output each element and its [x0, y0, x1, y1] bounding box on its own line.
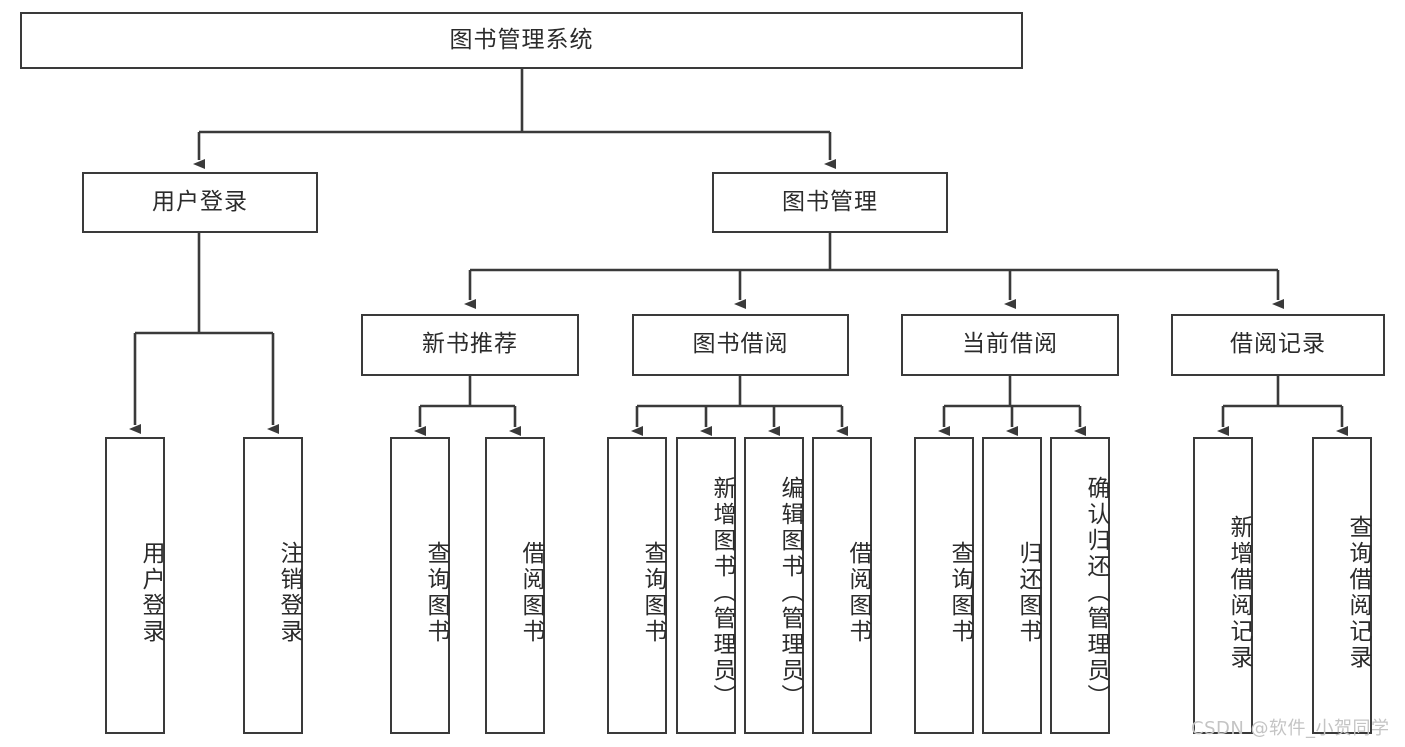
node-root-system[interactable]: 图书管理系统 [20, 12, 1023, 69]
node-label: 归还图书 [1015, 540, 1041, 645]
node-book-borrow[interactable]: 图书借阅 [632, 314, 849, 376]
node-label: 借阅图书 [845, 540, 871, 645]
leaf-records-query-record[interactable]: 查询借阅记录 [1312, 437, 1372, 734]
node-label: 图书借阅 [692, 331, 789, 358]
node-label: 查询图书 [947, 540, 973, 645]
leaf-borrow-borrow-book[interactable]: 借阅图书 [812, 437, 872, 734]
leaf-current-query-book[interactable]: 查询图书 [914, 437, 974, 734]
leaf-borrow-add-book-admin[interactable]: 新增图书（管理员） [676, 437, 736, 734]
leaf-current-return-book[interactable]: 归还图书 [982, 437, 1042, 734]
leaf-borrow-edit-book-admin[interactable]: 编辑图书（管理员） [744, 437, 804, 734]
leaf-user-login[interactable]: 用户登录 [105, 437, 165, 734]
leaf-current-confirm-return-admin[interactable]: 确认归还（管理员） [1050, 437, 1110, 734]
csdn-watermark: CSDN @软件_小贺同学 [1191, 718, 1390, 739]
node-label: 当前借阅 [962, 331, 1058, 358]
node-label: 确认归还（管理员） [1083, 475, 1109, 710]
node-label: 用户登录 [138, 540, 164, 645]
node-label: 查询借阅记录 [1345, 514, 1371, 671]
node-label: 注销登录 [276, 540, 302, 645]
node-label: 借阅记录 [1230, 331, 1326, 358]
node-label: 借阅图书 [518, 540, 544, 645]
leaf-borrow-query-book[interactable]: 查询图书 [607, 437, 667, 734]
node-label: 新书推荐 [422, 331, 518, 358]
node-user-login[interactable]: 用户登录 [82, 172, 318, 233]
node-current-borrow[interactable]: 当前借阅 [901, 314, 1119, 376]
node-label: 新增图书（管理员） [709, 475, 735, 710]
node-book-management[interactable]: 图书管理 [712, 172, 948, 233]
node-new-book-recommend[interactable]: 新书推荐 [361, 314, 579, 376]
leaf-recommend-borrow-book[interactable]: 借阅图书 [485, 437, 545, 734]
node-label: 用户登录 [152, 188, 248, 215]
leaf-recommend-query-book[interactable]: 查询图书 [390, 437, 450, 734]
node-borrow-records[interactable]: 借阅记录 [1171, 314, 1385, 376]
node-label: 新增借阅记录 [1226, 514, 1252, 671]
node-label: 图书管理 [782, 188, 878, 215]
leaf-user-logout[interactable]: 注销登录 [243, 437, 303, 734]
node-label: 查询图书 [640, 540, 666, 645]
node-label: 编辑图书（管理员） [777, 475, 803, 710]
node-label: 查询图书 [423, 540, 449, 645]
node-label: 图书管理系统 [449, 26, 594, 53]
leaf-records-add-record[interactable]: 新增借阅记录 [1193, 437, 1253, 734]
